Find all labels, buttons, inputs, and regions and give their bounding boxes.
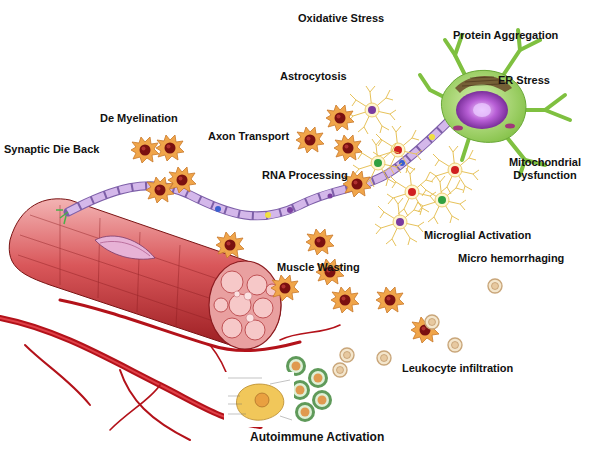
annotation-label: Mitochondrial Dysfunction <box>496 156 590 182</box>
annotation-label: Protein Aggregation <box>453 29 558 42</box>
annotation-label: Muscle Wasting <box>277 261 360 274</box>
annotation-label: Astrocytosis <box>280 70 347 83</box>
muscle-bundle <box>9 199 281 349</box>
annotation-label: Synaptic Die Back <box>4 143 99 156</box>
annotation-label: ER Stress <box>498 74 550 87</box>
annotation-label: De Myelination <box>100 112 178 125</box>
astrocyte <box>347 86 479 246</box>
annotation-label: Micro hemorrhaging <box>458 252 564 265</box>
annotation-label: Microglial Activation <box>424 229 531 242</box>
axon <box>56 112 458 224</box>
annotation-label: Leukocyte infiltration <box>402 362 513 375</box>
microglia <box>131 105 439 343</box>
neuron-body <box>420 30 570 175</box>
annotation-label: Axon Transport <box>208 130 289 143</box>
annotation-label: Oxidative Stress <box>298 12 384 25</box>
annotation-label: RNA Processing <box>262 169 348 182</box>
inset-sketch <box>224 372 294 427</box>
annotation-label: Autoimmune Activation <box>250 430 384 444</box>
